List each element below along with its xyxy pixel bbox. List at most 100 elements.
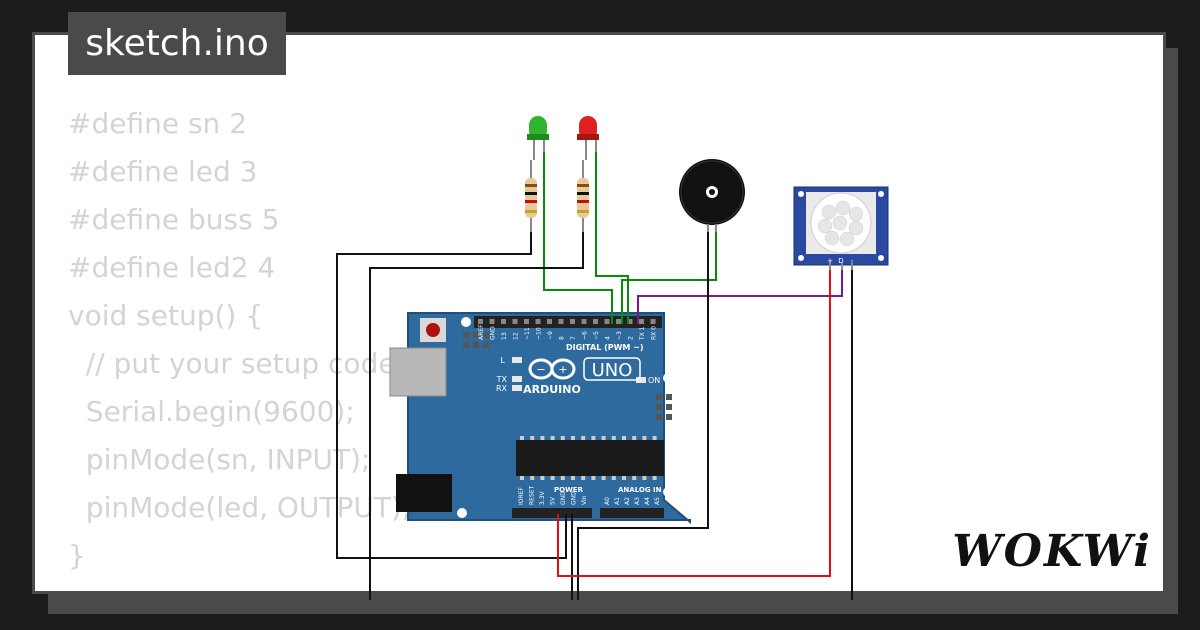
- analog-pin-label: A1: [614, 497, 621, 505]
- analog-pin-label: A3: [634, 497, 641, 505]
- led-label-l: L: [501, 356, 506, 365]
- wire-green-led-ground[interactable]: [336, 230, 567, 559]
- chip-leg: [601, 476, 606, 480]
- digital-pin-hole: [616, 319, 621, 324]
- code-line: #define led2 4: [68, 251, 276, 284]
- chip-leg: [611, 436, 616, 440]
- chip-legs: [520, 436, 657, 480]
- digital-header-pins: [478, 319, 656, 324]
- pir-pin-vcc: +: [827, 257, 833, 265]
- led-tx-indicator: [512, 376, 522, 382]
- led-on-indicator: [636, 377, 646, 383]
- chip-leg: [550, 476, 555, 480]
- pir-pin-gnd: -: [851, 257, 854, 265]
- analog-pin-label: A4: [644, 497, 651, 505]
- digital-pin-label: RX 0: [651, 326, 658, 340]
- digital-pin-hole: [570, 319, 575, 324]
- code-line: }: [68, 539, 86, 572]
- chip-leg: [571, 476, 575, 480]
- mounting-hole: [663, 487, 673, 497]
- chip-leg: [611, 476, 616, 480]
- wire-buzzer-ground[interactable]: [577, 228, 709, 600]
- chip-leg: [642, 476, 647, 480]
- power-pin-label: 3.3V: [539, 490, 546, 505]
- digital-pin-label: 13: [501, 332, 508, 340]
- digital-pin-label: 8: [559, 336, 566, 340]
- digital-pin-label: ~5: [593, 331, 600, 340]
- chip-leg: [632, 476, 637, 480]
- power-pin-label: Vin: [581, 495, 588, 505]
- chip-leg: [581, 436, 586, 440]
- digital-header: [474, 316, 662, 328]
- analog-header: [600, 508, 664, 518]
- wire-buzzer-signal[interactable]: [621, 228, 717, 324]
- analog-pin-label: A2: [624, 497, 631, 505]
- analog-pin-label: A5: [654, 497, 661, 505]
- chip-leg: [601, 436, 606, 440]
- chip-leg: [622, 436, 626, 440]
- chip-leg: [550, 436, 555, 440]
- led-label-tx: TX: [496, 375, 508, 384]
- digital-pin-hole: [558, 319, 564, 324]
- arduino-infinity-icon: − +: [528, 358, 576, 380]
- wire-red-led-ground[interactable]: [369, 230, 584, 600]
- code-line: #define sn 2: [68, 107, 248, 140]
- red-led[interactable]: [577, 116, 599, 160]
- code-line: Serial.begin(9600);: [68, 395, 355, 428]
- chip-leg: [632, 436, 637, 440]
- mounting-hole: [461, 317, 471, 327]
- pir-motion-sensor[interactable]: + D -: [793, 186, 889, 270]
- green-led[interactable]: [527, 116, 549, 160]
- power-pin-label: IOREF: [518, 487, 525, 505]
- digital-pin-hole: [547, 319, 552, 324]
- digital-pin-hole: [581, 319, 587, 324]
- digital-pin-label: GND: [490, 326, 497, 340]
- svg-text:+: +: [558, 363, 567, 376]
- code-line: #define led 3: [68, 155, 258, 188]
- chip-leg: [530, 436, 535, 440]
- digital-pin-label: ~3: [616, 331, 623, 340]
- digital-pin-hole: [604, 319, 610, 324]
- digital-pin-hole: [501, 319, 506, 324]
- on-label: ON: [648, 376, 660, 385]
- chip-leg: [530, 476, 535, 480]
- icsp-header-2: [656, 394, 672, 420]
- code-line: void setup() {: [68, 299, 264, 332]
- digital-pin-label: 12: [513, 332, 520, 340]
- wire-red-led-anode[interactable]: [595, 150, 629, 324]
- digital-pin-label: ~10: [536, 327, 543, 340]
- power-pin-label: RESET: [529, 485, 536, 505]
- wire-green-led-anode[interactable]: [543, 150, 613, 324]
- led-label-rx: RX: [496, 384, 508, 393]
- digital-pin-hole: [627, 319, 633, 324]
- chip-leg: [591, 476, 596, 480]
- mounting-hole: [457, 508, 467, 518]
- analog-pin-label: A0: [604, 497, 611, 505]
- chip-leg: [560, 476, 565, 480]
- uno-badge: [583, 357, 641, 381]
- resistor-1[interactable]: [525, 160, 537, 232]
- chip-leg: [540, 476, 545, 480]
- digital-pin-label: 7: [570, 336, 577, 340]
- digital-pin-hole: [535, 319, 541, 324]
- wire-pir-signal[interactable]: [637, 262, 843, 324]
- analog-in-label: ANALOG IN: [618, 486, 662, 494]
- resistor-2[interactable]: [577, 160, 589, 232]
- power-header: [512, 508, 592, 518]
- arduino-uno-board[interactable]: L TX RX ON − + ARDUINO UNO DIGITAL (PWM …: [389, 312, 691, 525]
- power-pin-label: GND: [560, 491, 567, 505]
- chip-leg: [622, 476, 626, 480]
- digital-pin-label: 2: [628, 336, 635, 340]
- power-pin-label: GND: [571, 491, 578, 505]
- digital-pin-label: ~9: [547, 331, 554, 340]
- arduino-brand-label: ARDUINO: [523, 383, 581, 396]
- pir-pin-data: D: [838, 257, 843, 265]
- chip-leg: [520, 476, 524, 480]
- digital-pin-hole: [650, 319, 656, 324]
- code-line: pinMode(led, OUTPUT);: [68, 491, 412, 524]
- wire-pir-vcc[interactable]: [557, 262, 831, 577]
- buzzer[interactable]: [679, 159, 745, 232]
